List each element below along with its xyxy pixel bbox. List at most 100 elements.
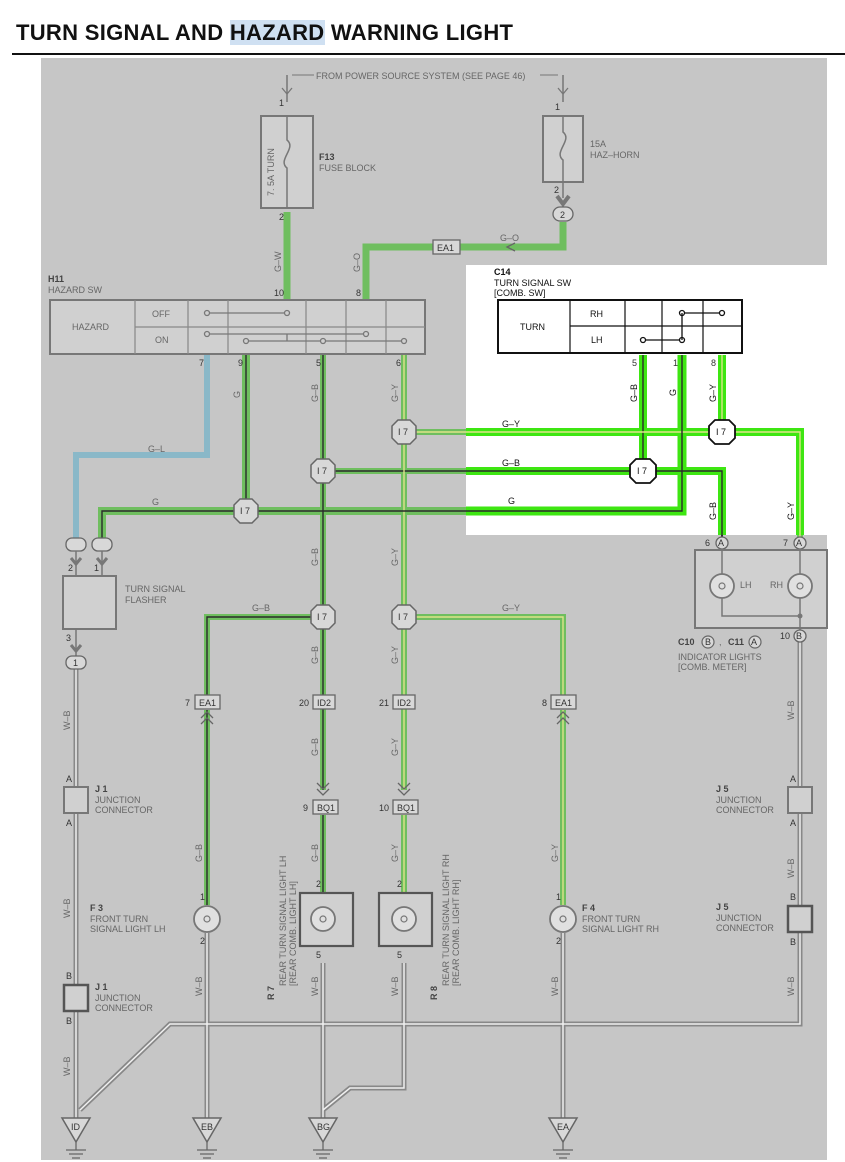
svg-text:I 7: I 7 [398,612,408,622]
svg-text:R 8: R 8 [429,986,439,1000]
svg-text:[REAR COMB. LIGHT RH]: [REAR COMB. LIGHT RH] [451,880,461,986]
svg-text:A: A [790,774,796,784]
bq1-right-connector: BQ1 10 [379,782,419,815]
svg-text:B: B [66,971,72,981]
indicator-name2: [COMB. METER] [678,662,747,672]
h11-pin-5: 5 [316,358,321,368]
flasher-pin-2: 2 [68,563,73,573]
ea1-top-label: EA1 [437,243,454,253]
svg-text:B: B [66,1016,72,1026]
wire-label-wb-4: W–B [194,976,204,996]
indicator-conn-a1: A [718,538,724,548]
ground-bg: BG [307,1117,339,1159]
front-turn-light-rh: 1 2 F 4 FRONT TURN SIGNAL LIGHT RH [549,892,659,946]
h11-pin-8: 8 [356,288,361,298]
h11-id: H11 [48,274,64,284]
j1-lower: B B J 1 JUNCTION CONNECTOR [62,971,153,1026]
indicator-conn-a2: A [796,538,802,548]
wire-label-ind-gy: G–Y [786,502,796,520]
svg-text:I 7: I 7 [317,612,327,622]
i7-junction-g: I 7 [708,419,736,445]
i7-junction-b: I 7 [310,458,336,484]
title-pre: TURN SIGNAL AND [16,20,230,45]
svg-text:2: 2 [200,936,205,946]
wire-label-gb-3: G–B [310,646,320,664]
id2-left-connector: ID2 20 [299,694,336,710]
c14-id: C14 [494,267,511,277]
wire-label-c14-gy: G–Y [708,384,718,402]
svg-text:F 3: F 3 [90,903,103,913]
ea1-right-connector: EA1 8 [542,694,577,725]
svg-text:EA: EA [557,1122,569,1132]
ground-ea: EA [547,1117,579,1159]
svg-text:A: A [790,818,796,828]
c14-name2: [COMB. SW] [494,288,546,298]
svg-text:CONNECTOR: CONNECTOR [95,805,153,815]
svg-text:FRONT TURN: FRONT TURN [90,914,148,924]
h11-pin-7: 7 [199,358,204,368]
i7-junction-e: I 7 [391,604,417,630]
c14-label: TURN [520,322,545,332]
haz-horn-fuse: 2 1 2 15A HAZ–HORN [542,102,640,222]
indicator-pin-6: 6 [705,538,710,548]
wire-label-go: G–O [352,253,362,272]
haz-fuse-conn: 2 [560,210,565,220]
indicator-name1: INDICATOR LIGHTS [678,652,762,662]
i7-junction-a: I 7 [233,498,259,524]
wire-tracers [206,355,723,905]
flasher-name1: TURN SIGNAL [125,584,186,594]
svg-text:REAR TURN SIGNAL LIGHT RH: REAR TURN SIGNAL LIGHT RH [441,854,451,986]
wire-label-h-g: G [508,496,515,506]
h11-name: HAZARD SW [48,285,103,295]
wire-label-h-gb: G–B [502,458,520,468]
wire-label-h-gy: G–Y [502,419,520,429]
id2-right-connector: ID2 21 [379,694,416,710]
svg-text:A: A [66,774,72,784]
wire-label-wb-3: W–B [62,1056,72,1076]
title-highlight: HAZARD [229,20,325,45]
indicator-c2: A [751,637,757,647]
svg-text:9: 9 [303,803,308,813]
h11-pin-9: 9 [238,358,243,368]
svg-text:JUNCTION: JUNCTION [95,993,141,1003]
svg-text:J 1: J 1 [95,784,108,794]
svg-text:CONNECTOR: CONNECTOR [716,805,774,815]
c14-rh: RH [590,309,603,319]
svg-text:I 7: I 7 [240,506,250,516]
front-turn-light-lh: 1 2 F 3 FRONT TURN SIGNAL LIGHT LH [90,892,221,946]
svg-text:I 7: I 7 [317,466,327,476]
h11-pin-10: 10 [274,288,284,298]
wire-label-gy-branch: G–Y [502,603,520,613]
power-source: FROM POWER SOURCE SYSTEM (SEE PAGE 46) [281,71,569,102]
wire-label-gb-5: G–B [310,844,320,862]
flasher-conn: 1 [73,658,78,668]
indicator-sep: , [719,637,722,647]
h11-label: HAZARD [72,322,110,332]
indicator-pin-7: 7 [783,538,788,548]
indicator-id2: C11 [728,637,744,647]
i7-junction-f: I 7 [629,458,657,484]
wire-label-gy-3: G–Y [390,646,400,664]
wire-label-c14-g: G [668,389,678,396]
j1-upper: A A J 1 JUNCTION CONNECTOR [63,774,153,828]
wire-label-wb-6: W–B [390,976,400,996]
h11-pin-6: 6 [396,358,401,368]
svg-text:JUNCTION: JUNCTION [716,795,762,805]
wire-label-gy-4: G–Y [390,738,400,756]
wire-label-wb-5: W–B [310,976,320,996]
svg-text:2: 2 [316,879,321,889]
title-post: WARNING LIGHT [324,20,514,45]
svg-text:I 7: I 7 [637,466,647,476]
svg-text:A: A [66,818,72,828]
wire-label-wb-8: W–B [786,700,796,720]
turn-signal-switch: C14 TURN SIGNAL SW [COMB. SW] TURN RH LH… [494,267,743,368]
indicator-conn-b: B [796,631,802,641]
svg-text:R 7: R 7 [266,986,276,1000]
svg-text:SIGNAL LIGHT LH: SIGNAL LIGHT LH [90,924,166,934]
wire-label-g-vert: G [232,391,242,398]
svg-text:SIGNAL LIGHT RH: SIGNAL LIGHT RH [582,924,659,934]
svg-text:B: B [790,937,796,947]
wire-label-gy-front: G–Y [550,844,560,862]
f13-pin-out: 2 [279,212,284,222]
